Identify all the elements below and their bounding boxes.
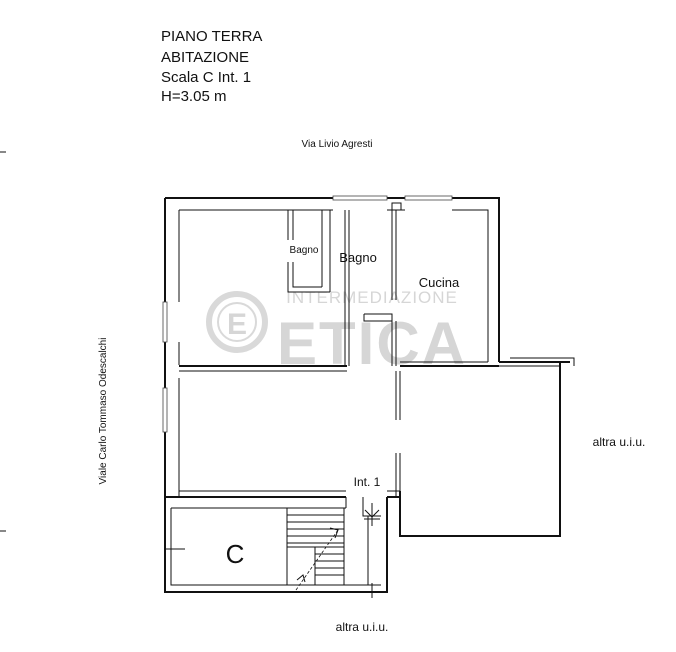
neighbor-south-label: altra u.i.u. [336,620,389,634]
entrance-label: Int. 1 [354,475,381,489]
watermark-badge-letter: E [227,308,247,341]
watermark: E INTERMEDIAZIONE ETICA [206,288,465,377]
stair-area [164,497,388,598]
header-height: H=3.05 m [161,88,226,105]
stair-direction-line [295,529,339,591]
neighbor-east-block [399,357,575,537]
header-unit: Scala C Int. 1 [161,69,251,86]
watermark-line1: INTERMEDIAZIONE [286,288,458,307]
header-use: ABITAZIONE [161,49,249,66]
stair-letter-label: C [226,539,245,569]
room-label-cucina: Cucina [419,275,460,290]
room-label-bagno: Bagno [339,250,377,265]
entrance-arrow-icon [364,509,380,518]
street-north-label: Via Livio Agresti [302,139,373,150]
header-floor: PIANO TERRA [161,28,262,45]
stair-arrow-icon [329,527,339,539]
watermark-badge-icon [206,291,268,353]
neighbor-east-label: altra u.i.u. [593,435,646,449]
interior-walls [287,202,402,497]
watermark-badge-ring [217,302,257,342]
street-west-label: Viale Carlo Tommaso Odescalchi [98,338,109,485]
room-label-bagno-small: Bagno [290,245,319,256]
apartment-walls [162,195,500,498]
